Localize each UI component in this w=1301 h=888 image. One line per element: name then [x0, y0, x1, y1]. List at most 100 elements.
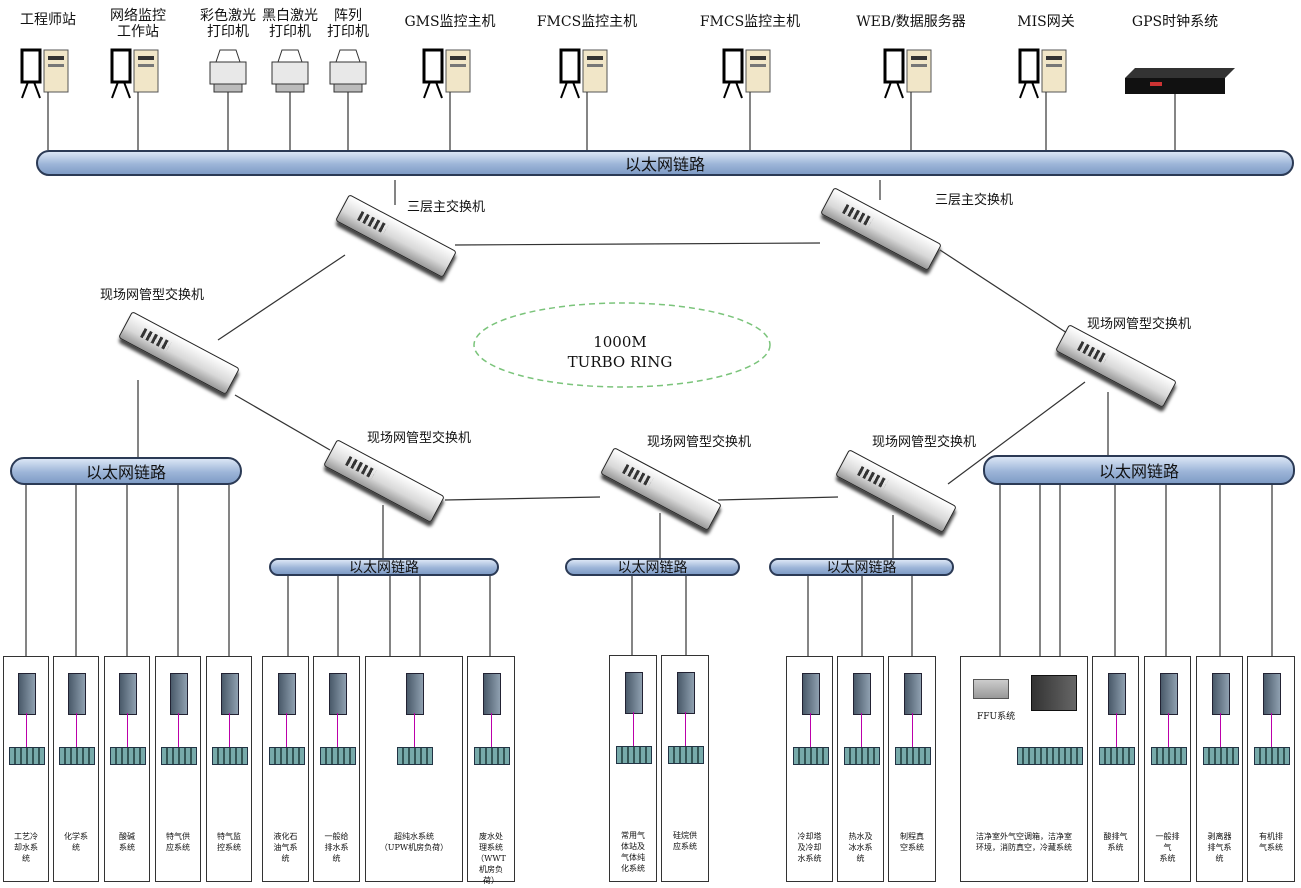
printer-icon: [271, 49, 309, 93]
system-cabinet: 剥离器 排气系 统: [1196, 656, 1243, 882]
sub-ethernet-bus: 以太网链路: [10, 457, 242, 485]
system-label: 冷却塔 及冷却 水系统: [797, 832, 822, 863]
plc-link-line: [491, 713, 492, 747]
io-module-icon: [268, 747, 305, 765]
plc-link-line: [1271, 713, 1272, 747]
ffu-unit-icon: [973, 679, 1009, 699]
ring-link: [234, 394, 331, 451]
plc-controller-icon: [483, 673, 501, 715]
plc-controller-icon: [1107, 673, 1126, 715]
field-switch-label: 现场网管型交换机: [647, 435, 752, 450]
io-module-icon: [1254, 747, 1290, 765]
bus-label: 以太网链路: [85, 463, 166, 482]
system-label: 一般给 排水系 统: [324, 832, 349, 863]
system-cabinet: 特气供 应系统: [155, 656, 201, 882]
switch-ports: [622, 463, 654, 487]
plc-link-line: [1167, 713, 1169, 747]
plc-controller-icon: [277, 673, 296, 715]
workstation-icon: [110, 48, 159, 99]
plc-link-line: [633, 712, 634, 746]
sub-ethernet-bus: 以太网链路: [769, 558, 954, 576]
switch-ports: [345, 455, 377, 479]
system-cabinet: 化学系 统: [53, 656, 99, 882]
system-label: 有机排 气系统: [1259, 832, 1283, 852]
plc-link-line: [229, 713, 230, 747]
plc-controller-icon: [801, 673, 820, 715]
io-module-icon: [110, 747, 146, 765]
top-device-label: GPS时钟系统: [1131, 14, 1219, 30]
printer-icon: [209, 49, 247, 93]
plc-link-line: [860, 713, 862, 747]
plc-link-line: [127, 713, 128, 747]
io-module-icon: [474, 747, 510, 765]
io-module-icon: [792, 747, 829, 765]
top-device-label: FMCS监控主机: [536, 14, 638, 30]
system-label: 一般排 气 系统: [1155, 832, 1180, 863]
system-label: 废水处 理系统 （WWT 机房负 荷）: [476, 832, 506, 885]
plc-link-line: [912, 713, 913, 747]
plc-link-line: [178, 713, 179, 747]
plc-link-line: [685, 712, 686, 746]
io-module-icon: [59, 747, 95, 765]
system-cabinet: 有机排 气系统: [1247, 656, 1295, 882]
field-switch-label: 现场网管型交换机: [872, 435, 977, 450]
switch-ports: [857, 465, 889, 489]
system-cabinet: 特气监 控系统: [206, 656, 252, 882]
plc-link-line: [285, 713, 287, 747]
plc-controller-icon: [1211, 673, 1230, 715]
system-label: 酸碱 系统: [119, 832, 135, 852]
plc-link-line: [336, 713, 338, 747]
system-label: 特气供 应系统: [166, 832, 190, 852]
workstation-icon: [883, 48, 932, 99]
plc-link-line: [809, 713, 811, 747]
ffu-label: FFU系统: [977, 712, 1016, 722]
io-module-icon: [1017, 747, 1083, 765]
plc-link-line: [414, 713, 415, 747]
top-device-label: FMCS监控主机: [699, 14, 801, 30]
plc-controller-icon: [170, 673, 188, 715]
field-switch-label: 现场网管型交换机: [367, 431, 472, 446]
io-module-icon: [397, 747, 433, 765]
io-module-icon: [668, 746, 704, 764]
system-label: 超纯水系统 （UPW机房负荷）: [379, 832, 449, 852]
plc-controller-icon: [221, 673, 239, 715]
gps-clock-icon: [1125, 68, 1235, 94]
workstation-icon: [722, 48, 771, 99]
io-module-icon: [1098, 747, 1135, 765]
io-module-icon: [616, 746, 652, 764]
plc-link-line: [1219, 713, 1221, 747]
system-label: 剥离器 排气系 统: [1207, 832, 1232, 863]
sub-ethernet-bus: 以太网链路: [565, 558, 740, 576]
sub-ethernet-bus: 以太网链路: [269, 558, 499, 576]
system-label: 工艺冷 却水系 统: [14, 832, 38, 863]
io-module-icon: [843, 747, 880, 765]
plc-controller-icon: [328, 673, 347, 715]
system-label: 常用气 体站及 气体纯 化系统: [621, 831, 645, 873]
system-label: 制程真 空系统: [900, 832, 924, 852]
sub-ethernet-bus: 以太网链路: [983, 455, 1295, 485]
ring-link: [947, 381, 1086, 485]
switch-ports: [357, 210, 389, 234]
plc-controller-icon: [625, 672, 643, 714]
system-cabinet: 制程真 空系统: [888, 656, 936, 882]
bus-label: 以太网链路: [349, 560, 419, 576]
system-cabinet: 酸碱 系统: [104, 656, 150, 882]
bus-label: 以太网链路: [617, 560, 688, 576]
system-cabinet: 常用气 体站及 气体纯 化系统: [609, 655, 657, 882]
plc-controller-icon: [677, 672, 695, 714]
plc-controller-icon: [68, 673, 86, 715]
io-module-icon: [9, 747, 45, 765]
main-ethernet-bus: 以太网链路: [36, 150, 1294, 176]
ring-link: [939, 249, 1071, 336]
system-label: 液化石 油气系 统: [273, 832, 298, 863]
bus-label: 以太网链路: [1098, 462, 1179, 481]
system-cabinet: 超纯水系统 （UPW机房负荷）: [365, 656, 463, 882]
plc-rack-icon: [1031, 675, 1077, 711]
system-cabinet: 工艺冷 却水系 统: [3, 656, 49, 882]
ring-speed: 1000M: [593, 333, 647, 351]
system-label: 热水及 冰水系 统: [848, 832, 873, 863]
io-module-icon: [319, 747, 356, 765]
system-cabinet: 一般排 气 系统: [1144, 656, 1191, 882]
workstation-icon: [422, 48, 471, 99]
